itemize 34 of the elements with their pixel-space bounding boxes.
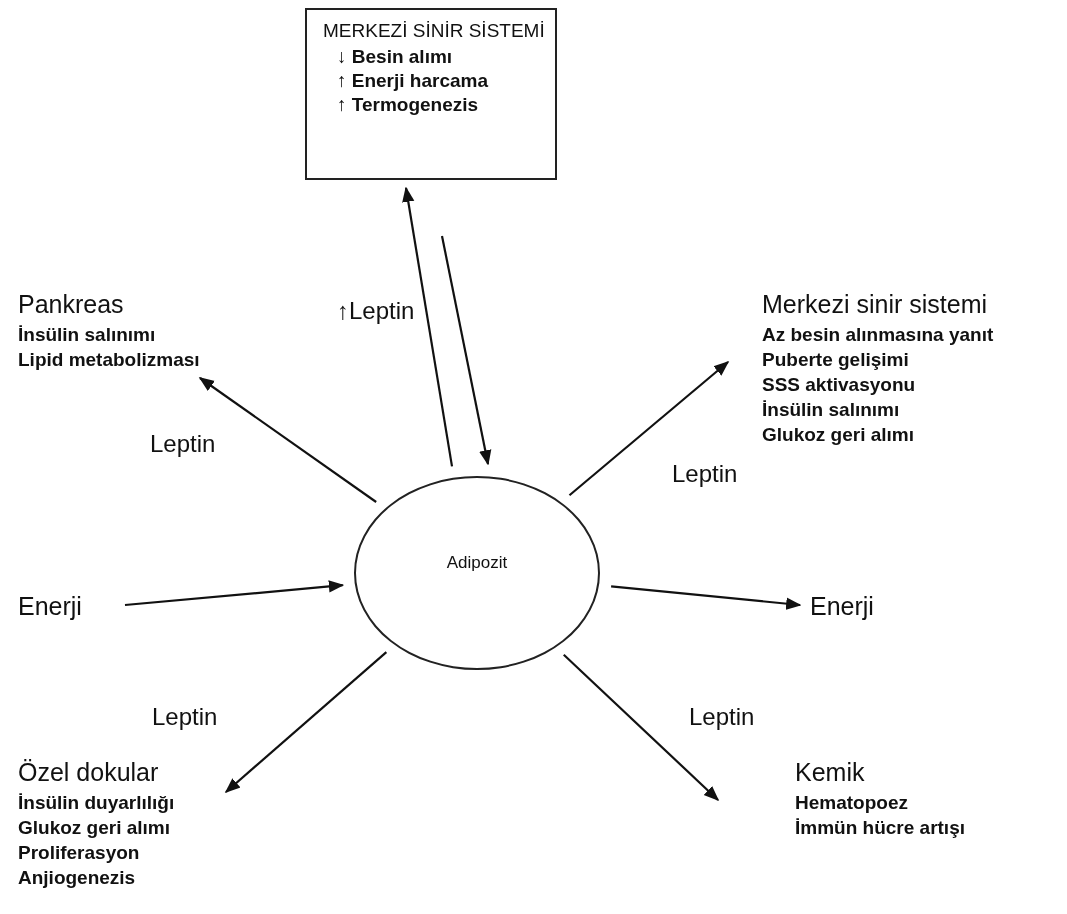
- node-item: İnsülin salınımı: [18, 324, 157, 346]
- node-item: Proliferasyon: [18, 842, 141, 864]
- arrow: [563, 653, 720, 802]
- node-item: Glukoz geri alımı: [18, 817, 172, 839]
- node-heading: Adipozit: [446, 553, 508, 573]
- arrow: [568, 361, 730, 497]
- node-item: İnsülin duyarlılığı: [18, 792, 175, 814]
- arrow: [224, 651, 388, 793]
- arrow: [440, 235, 492, 466]
- node-item: Lipid metabolizması: [18, 349, 200, 371]
- node-item: Glukoz geri alımı: [762, 424, 916, 446]
- node-item: ↑ Termogenezis: [336, 94, 480, 116]
- node-heading: Pankreas: [18, 290, 125, 319]
- arrow: [611, 585, 802, 610]
- process-box: [305, 8, 557, 180]
- node-heading: Özel dokular: [18, 758, 160, 787]
- node-item: Az besin alınmasına yanıt: [762, 324, 994, 346]
- cell-ellipse: [354, 476, 600, 670]
- node-heading: MERKEZİ SİNİR SİSTEMİ: [323, 20, 543, 42]
- node-heading: Kemik: [795, 758, 866, 787]
- node-item: Puberte gelişimi: [762, 349, 910, 371]
- node-item: Anjiogenezis: [18, 867, 137, 889]
- arrow: [124, 580, 345, 607]
- node-item: İnsülin salınımı: [762, 399, 901, 421]
- node-item: ↑ Enerji harcama: [336, 70, 490, 92]
- node-heading: Enerji: [810, 592, 874, 621]
- node-heading: Enerji: [18, 592, 82, 621]
- node-item: ↓ Besin alımı: [336, 46, 454, 68]
- arrow: [402, 186, 454, 467]
- arrow: [198, 377, 377, 503]
- node-heading: Merkezi sinir sistemi: [762, 290, 989, 319]
- node-item: Hematopoez: [795, 792, 909, 814]
- node-item: SSS aktivasyonu: [762, 374, 917, 396]
- node-item: İmmün hücre artışı: [795, 817, 965, 839]
